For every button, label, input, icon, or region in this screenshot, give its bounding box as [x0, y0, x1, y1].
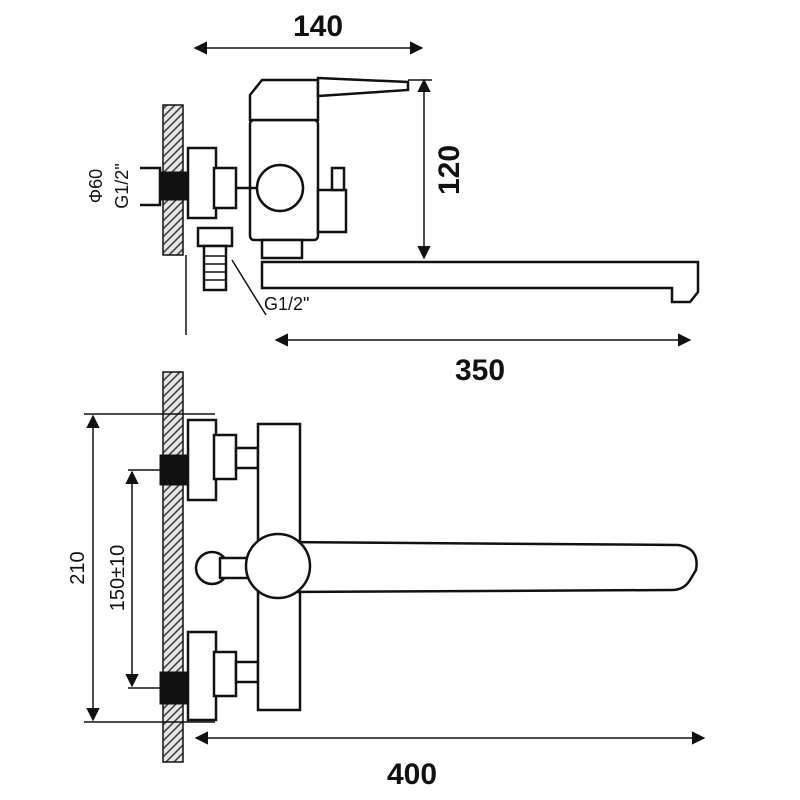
dim-120-label: 120: [433, 145, 466, 195]
hose-fitting: [202, 244, 228, 292]
mixer-circle: [255, 163, 305, 213]
hose-nut: [196, 226, 234, 248]
joint-lower: [234, 660, 260, 684]
diverter-housing: [316, 188, 348, 234]
front-view: 210 150±10 400: [67, 371, 706, 791]
dim-210-label: 210: [67, 551, 89, 584]
dim-150-label: 150±10: [107, 545, 129, 612]
wall-fitting-dark: [159, 171, 189, 201]
nut-upper: [212, 433, 238, 481]
dim-400-label: 400: [387, 758, 437, 791]
spout: [260, 260, 700, 304]
eccentric-body: [186, 146, 218, 220]
dim-140-label: 140: [293, 10, 343, 43]
bottom-nut: [260, 238, 304, 260]
eccentric-upper: [186, 418, 218, 502]
label-wall-thread: G1/2": [112, 163, 132, 208]
lever-hub-front: [244, 532, 312, 600]
dim-350-label: 350: [455, 354, 505, 387]
joint-upper: [234, 446, 260, 470]
label-hose-thread: G1/2": [264, 294, 309, 314]
diverter-knob: [330, 166, 346, 192]
lever-cap: [248, 78, 320, 122]
hose-thread-lines: [204, 255, 226, 281]
connection-nut: [212, 166, 238, 210]
wall-fitting-bracket: [140, 166, 162, 207]
side-view: 140 120 350 Φ60 G1/2" G1/2": [86, 10, 700, 387]
nut-lower: [212, 650, 238, 698]
hose-leader: [231, 259, 267, 316]
label-wall-diameter: Φ60: [86, 169, 106, 203]
eccentric-lower: [186, 630, 218, 722]
lever-front: [276, 540, 698, 594]
lever-handle: [316, 76, 410, 98]
